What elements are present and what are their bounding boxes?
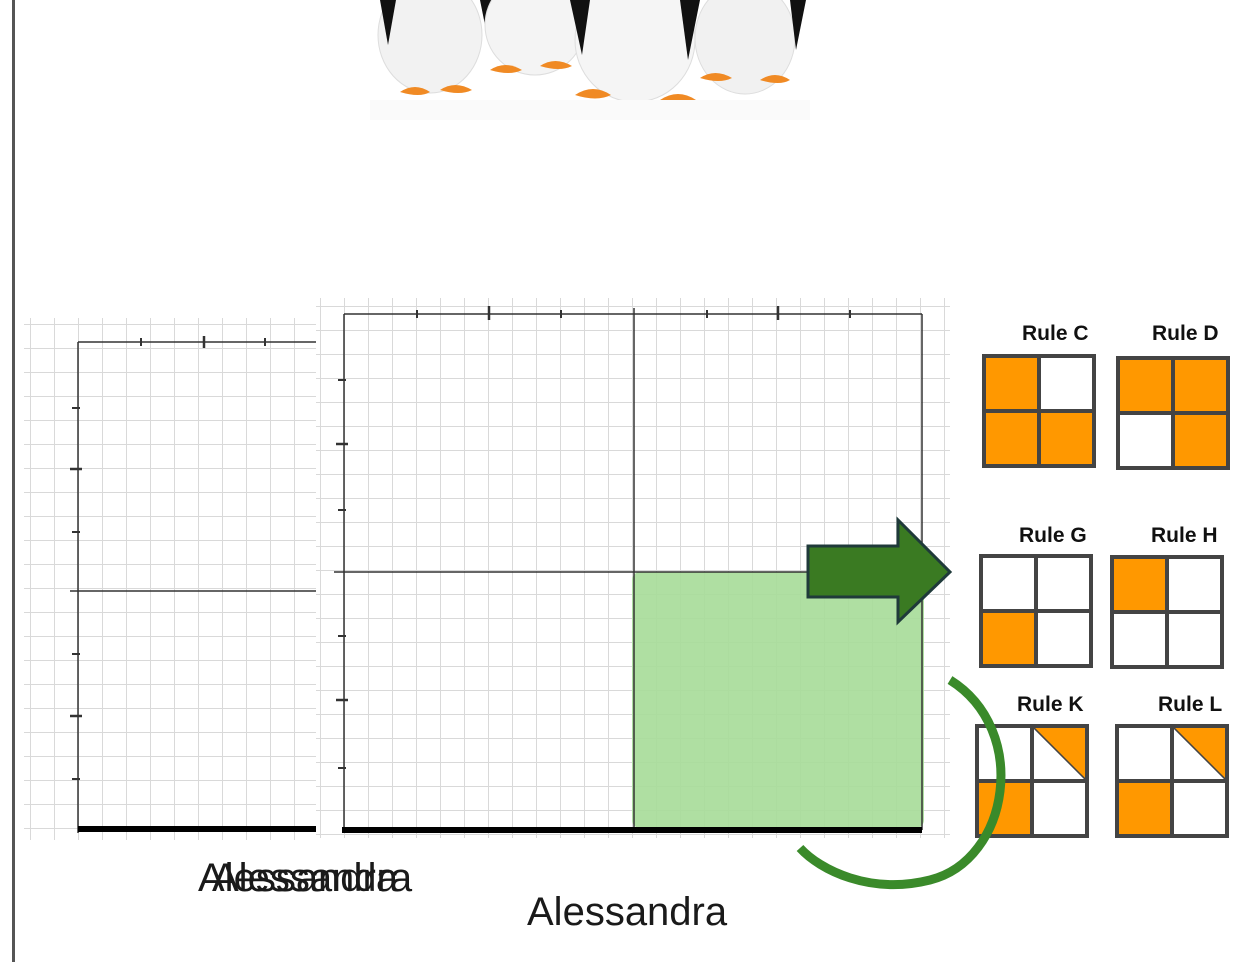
rule-cell	[1114, 559, 1165, 610]
rule-cell	[1119, 728, 1170, 779]
rule-cell	[1120, 415, 1171, 466]
rule-cell	[986, 413, 1037, 464]
rule-cell	[1038, 558, 1089, 609]
rule-cell	[983, 613, 1034, 664]
penguins-image	[370, 0, 810, 120]
rule-cell	[1175, 360, 1226, 411]
rule-cell	[1034, 783, 1085, 834]
rule-cell	[1175, 415, 1226, 466]
rule-k-grid[interactable]	[975, 724, 1089, 838]
left-axes	[70, 336, 316, 833]
rule-h-title: Rule H	[1151, 524, 1218, 547]
rule-h-grid[interactable]	[1110, 555, 1224, 669]
rule-cell	[1169, 614, 1220, 665]
name-label-left-1: Alessandra	[198, 856, 399, 900]
rule-c-grid[interactable]	[982, 354, 1096, 468]
rule-cell	[1174, 728, 1225, 779]
rule-g-grid[interactable]	[979, 554, 1093, 668]
rule-c-title: Rule C	[1022, 322, 1089, 345]
rule-cell	[1034, 728, 1085, 779]
rule-cell	[1120, 360, 1171, 411]
rule-cell	[1038, 613, 1089, 664]
rule-cell	[1041, 413, 1092, 464]
rule-cell	[1174, 783, 1225, 834]
rule-cell	[979, 728, 1030, 779]
rule-d-title: Rule D	[1152, 322, 1219, 345]
rule-cell	[1041, 358, 1092, 409]
center-axes	[334, 306, 924, 833]
rule-l-title: Rule L	[1158, 693, 1223, 716]
rule-cell	[1169, 559, 1220, 610]
rule-cell	[986, 358, 1037, 409]
rule-cell	[983, 558, 1034, 609]
rule-k-title: Rule K	[1017, 693, 1084, 716]
rule-d-grid[interactable]	[1116, 356, 1230, 470]
rule-g-title: Rule G	[1019, 524, 1087, 547]
left-grid-panel	[24, 318, 316, 840]
center-grid-panel	[316, 298, 950, 838]
rule-cell	[1119, 783, 1170, 834]
name-label-left-2: Alessandra	[212, 856, 413, 900]
name-label-center: Alessandra	[527, 890, 728, 934]
rule-cell	[979, 783, 1030, 834]
left-border-line	[12, 0, 15, 962]
rule-cell	[1114, 614, 1165, 665]
rule-l-grid[interactable]	[1115, 724, 1229, 838]
